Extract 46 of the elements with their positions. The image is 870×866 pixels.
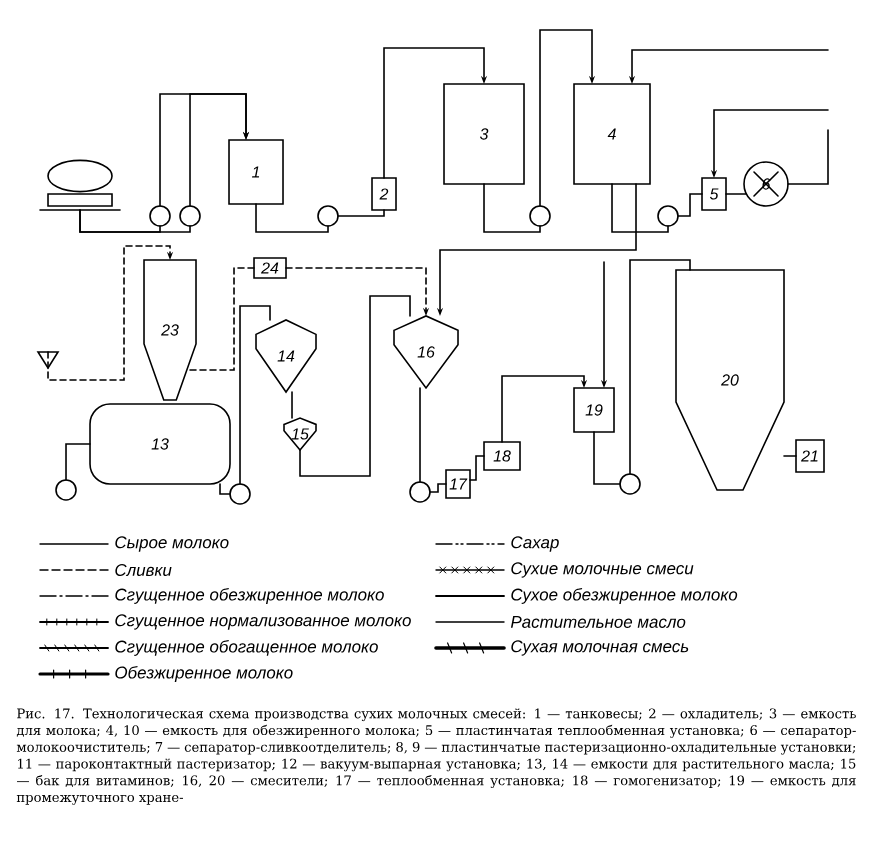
pipeline bbox=[469, 455, 485, 481]
legend-label: Сухие молочные смеси bbox=[511, 562, 694, 578]
legend-label: Сгущенное нормализованное молоко bbox=[115, 614, 411, 630]
pipeline bbox=[65, 443, 91, 481]
legend-label: Растительное масло bbox=[510, 616, 686, 628]
pipeline bbox=[299, 295, 411, 477]
pipeline bbox=[483, 183, 541, 233]
legend-label: Сухое обезжиренное молоко bbox=[511, 588, 738, 604]
pipeline bbox=[787, 129, 829, 185]
pump bbox=[229, 483, 251, 505]
legend-label: Сухая молочная смесь bbox=[511, 640, 689, 656]
pipeline bbox=[501, 375, 588, 443]
pipeline bbox=[677, 193, 703, 217]
pipeline bbox=[79, 209, 191, 233]
legend-label: Обезжиренное молоко bbox=[115, 666, 293, 682]
pump bbox=[619, 473, 641, 495]
pipeline bbox=[419, 387, 421, 483]
pump bbox=[317, 205, 339, 227]
pipeline bbox=[593, 431, 621, 485]
pipeline bbox=[337, 209, 385, 217]
pump bbox=[55, 479, 77, 501]
pipeline bbox=[239, 305, 271, 485]
legend-label: Сгущенное обогащенное молоко bbox=[115, 640, 378, 656]
pump bbox=[657, 205, 679, 227]
pump bbox=[179, 205, 201, 227]
pump bbox=[409, 481, 431, 503]
pump bbox=[529, 205, 551, 227]
pipeline bbox=[186, 267, 255, 371]
legend-label: Сырое молоко bbox=[115, 536, 229, 552]
pipeline bbox=[725, 193, 747, 195]
pipeline bbox=[429, 483, 447, 493]
pipeline bbox=[383, 47, 488, 179]
pump bbox=[149, 205, 171, 227]
pipeline bbox=[629, 259, 691, 475]
pipeline bbox=[291, 391, 293, 419]
pipeline bbox=[611, 183, 669, 233]
pipeline bbox=[189, 93, 250, 207]
legend-label: Сахар bbox=[511, 536, 559, 552]
pipeline bbox=[255, 203, 329, 233]
pipeline bbox=[539, 29, 596, 207]
pipeline bbox=[219, 483, 231, 495]
pipeline bbox=[783, 455, 797, 457]
tank-scale bbox=[39, 159, 121, 211]
legend-label: Сгущенное обезжиренное молоко bbox=[115, 588, 384, 604]
legend-label: Сливки bbox=[115, 564, 172, 576]
pipeline bbox=[47, 245, 174, 381]
